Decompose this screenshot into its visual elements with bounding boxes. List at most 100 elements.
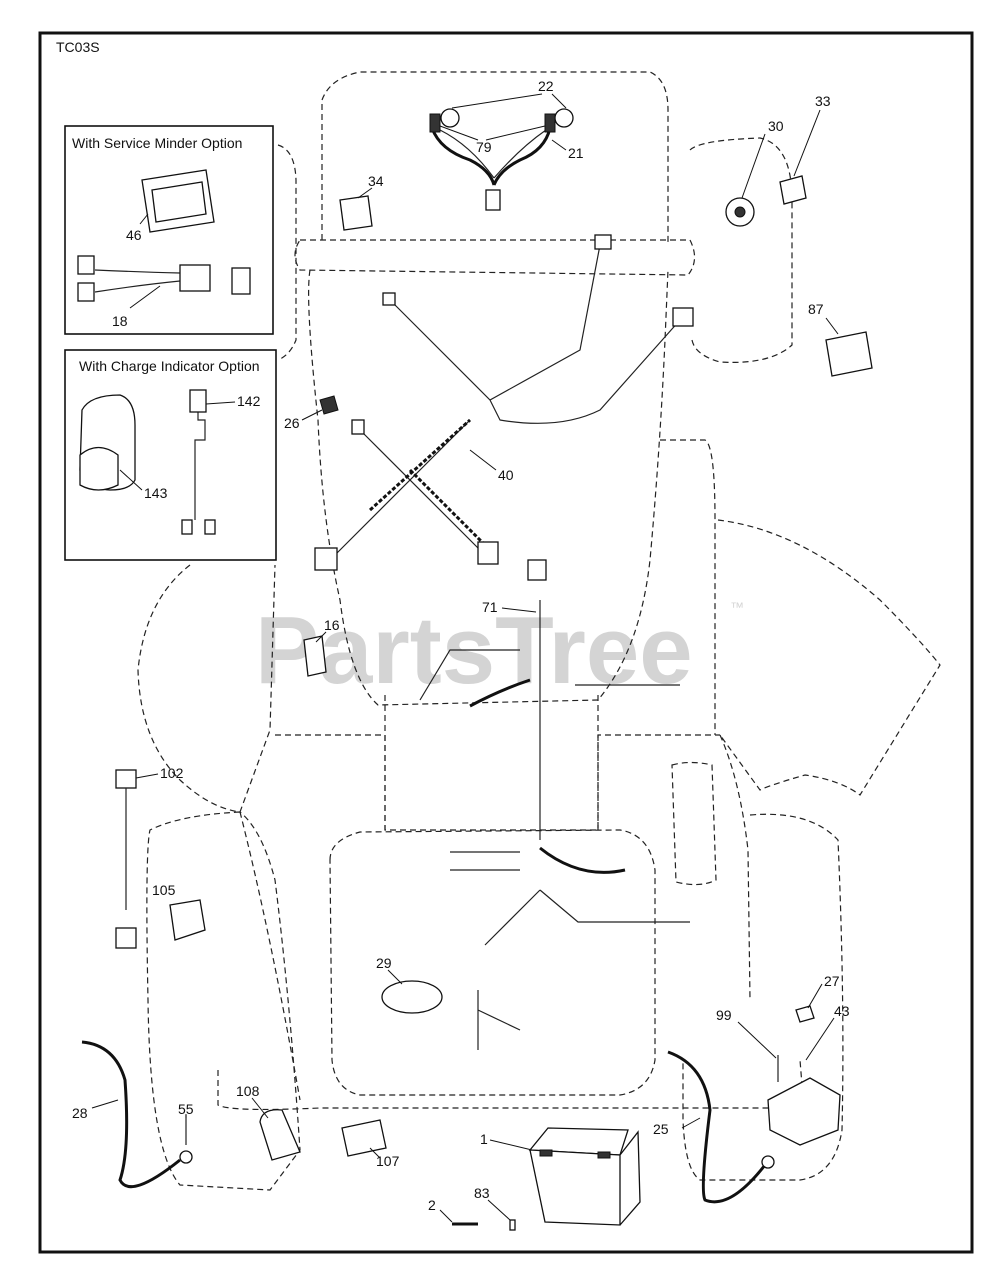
harness-connector-top — [594, 234, 612, 250]
cable-25-eyelet — [761, 1155, 775, 1169]
leader-143 — [119, 469, 143, 491]
leader-18 — [129, 285, 161, 309]
shift-plate-outline — [671, 761, 717, 886]
harness-71-ground — [469, 678, 531, 708]
wire-connector-top — [189, 389, 207, 413]
callout-71: 71 — [482, 599, 498, 615]
harness-trunk — [329, 244, 681, 561]
leader-40 — [469, 449, 497, 471]
harness-71-spine — [419, 600, 680, 840]
leader-16 — [315, 631, 327, 643]
callout-26: 26 — [284, 415, 300, 431]
service-minder-screen — [151, 181, 207, 223]
inset-service-minder: With Service Minder Option — [64, 125, 274, 335]
lower-harness-lead — [477, 990, 521, 1050]
callout-87: 87 — [808, 301, 824, 317]
watermark-trademark: ™ — [730, 599, 744, 615]
leader-107 — [369, 1147, 381, 1159]
callout-2: 2 — [428, 1197, 436, 1213]
left-fender-outline — [137, 564, 276, 813]
floor-outline — [275, 734, 720, 831]
callout-34: 34 — [368, 173, 384, 189]
lower-harness — [450, 846, 690, 1050]
right-side-outline — [660, 439, 716, 735]
ignition-keyhole — [734, 206, 746, 218]
leader-108 — [251, 1097, 269, 1119]
wire-terminal-a — [181, 519, 193, 535]
part-108-bracket — [259, 1109, 301, 1161]
callout-43: 43 — [834, 1003, 850, 1019]
leader-29 — [387, 969, 403, 985]
leader-99 — [737, 1021, 777, 1059]
leader-79 — [439, 125, 479, 141]
part-28-cable — [81, 1040, 181, 1189]
part-87-relay — [825, 331, 873, 377]
inset-charge-indicator-title: With Charge Indicator Option — [79, 358, 260, 374]
left-panel-outline — [277, 144, 297, 361]
cable-28-eyelet — [179, 1150, 193, 1164]
harness-connector-rear — [672, 307, 694, 327]
part-102-switch — [115, 769, 137, 949]
headlight-connector — [485, 189, 501, 211]
leader-2 — [439, 1209, 453, 1223]
leader-22b — [551, 93, 567, 109]
part-26-fuse-holder — [319, 395, 339, 415]
hood-outline — [321, 71, 669, 245]
headlight-bulb-right — [554, 108, 574, 128]
callout-labels: 22 79 21 34 33 30 87 46 18 142 143 26 40… — [72, 78, 850, 1213]
battery-terminal-pos — [597, 1151, 611, 1159]
seat-area-outline — [329, 829, 656, 1096]
callout-33: 33 — [815, 93, 831, 109]
harness-connector-left — [314, 547, 338, 571]
callout-142: 142 — [237, 393, 261, 409]
callout-40: 40 — [498, 467, 514, 483]
center-tunnel-outline — [384, 695, 599, 830]
leader-25 — [681, 1117, 701, 1129]
callout-99: 99 — [716, 1007, 732, 1023]
leader-30 — [741, 133, 766, 199]
inset-charge-indicator: With Charge Indicator Option — [64, 349, 277, 561]
part-83-nut — [509, 1219, 516, 1231]
callout-143: 143 — [144, 485, 168, 501]
switch-102-body — [115, 769, 137, 789]
callout-108: 108 — [236, 1083, 260, 1099]
callout-102: 102 — [160, 765, 184, 781]
battery-body — [529, 1130, 641, 1226]
leader-142 — [205, 401, 236, 405]
leader-102 — [135, 773, 159, 779]
harness-plug — [231, 267, 251, 295]
part-33-switch — [779, 175, 807, 205]
callout-1: 1 — [480, 1131, 488, 1147]
dash-panel-outline — [294, 239, 696, 276]
lower-left-outline — [146, 811, 301, 1191]
callout-25: 25 — [653, 1121, 669, 1137]
part-27-nut — [795, 1005, 815, 1023]
part-34-switch — [339, 195, 373, 231]
callout-27: 27 — [824, 973, 840, 989]
part-43-starter-solenoid — [767, 1077, 841, 1146]
harness-connector-small — [351, 419, 365, 435]
callout-21: 21 — [568, 145, 584, 161]
leader-71 — [501, 607, 537, 613]
part-30-ignition-switch — [725, 197, 755, 227]
service-minder-harness — [94, 269, 181, 293]
headlight-bulb-left — [440, 108, 460, 128]
charge-indicator-wire — [194, 390, 206, 520]
switch-102-plug — [115, 927, 137, 949]
wire-terminal-b — [204, 519, 216, 535]
inset-service-minder-frame — [64, 125, 274, 335]
right-fender-outline — [717, 519, 941, 796]
diagram-frame — [38, 31, 974, 1254]
headlight-harness — [429, 108, 574, 211]
lower-harness-branches — [450, 851, 690, 946]
harness-71-connector — [527, 559, 547, 581]
callout-105: 105 — [152, 882, 176, 898]
callout-79: 79 — [476, 139, 492, 155]
harness-connector-right — [477, 541, 499, 565]
part-16-module — [303, 635, 327, 677]
harness-connector-mid — [382, 292, 396, 306]
main-harness-40 — [314, 234, 694, 571]
left-frame-line — [239, 811, 301, 1101]
leader-87 — [825, 317, 839, 335]
right-frame-line — [719, 734, 751, 1001]
